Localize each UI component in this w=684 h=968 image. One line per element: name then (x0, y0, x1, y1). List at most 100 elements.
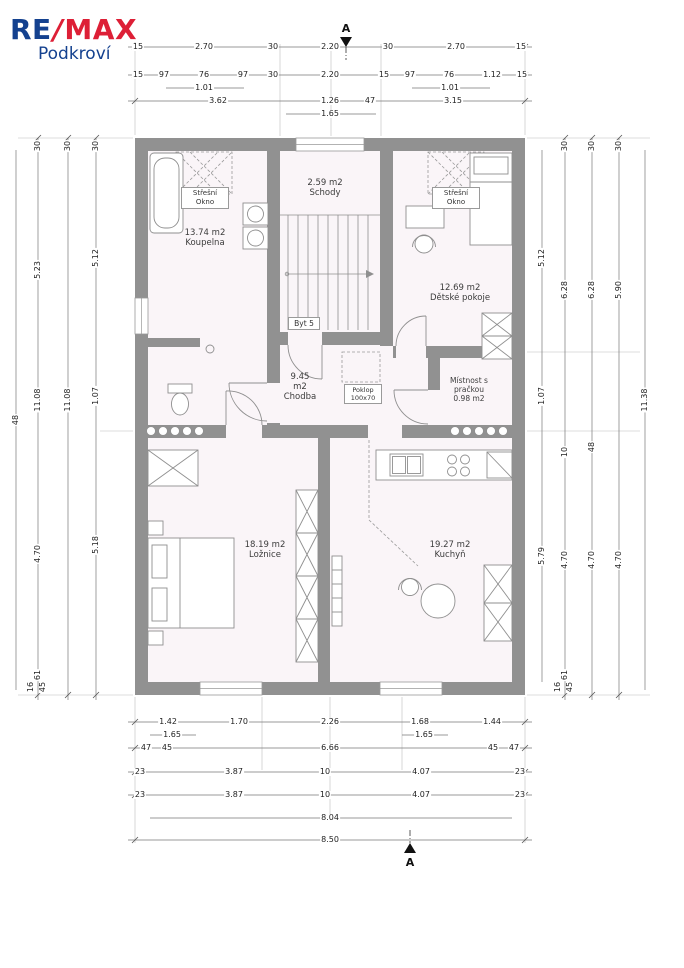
dimension-label: 3.87 (224, 767, 244, 776)
door-swings (225, 315, 429, 426)
dimension-label: 8.04 (320, 813, 340, 822)
dimension-label: 5.12 (91, 248, 100, 268)
dimension-label: 47 (363, 96, 377, 105)
kitchen-sink (389, 453, 424, 477)
dimension-label: 1.68 (410, 717, 430, 726)
window-center-lines (141, 144, 442, 689)
dimension-label: 15 (515, 70, 529, 79)
dimension-label: 3.15 (443, 96, 463, 105)
dimension-label: 30 (587, 139, 596, 153)
dimension-label: 10 (560, 445, 569, 459)
dimension-label: 2.20 (320, 70, 340, 79)
ceiling-hatch-label: Poklop 100x70 (344, 384, 382, 405)
dimension-label: 1.07 (91, 386, 100, 406)
dimension-label: 5.79 (537, 546, 546, 566)
dimension-label: 10 (318, 767, 332, 776)
dimension-label: 97 (403, 70, 417, 79)
dimension-label: 6.28 (587, 280, 596, 300)
stove-burner (447, 466, 457, 477)
logo-max: MAX (64, 13, 138, 46)
label-line: Okno (195, 197, 215, 206)
dimension-label: 30 (91, 139, 100, 153)
dimension-label: 15 (514, 42, 528, 51)
dimension-label: 30 (266, 70, 280, 79)
dimension-label: 5.18 (91, 535, 100, 555)
dimension-label: 10 (318, 790, 332, 799)
dimension-label: 61 (560, 668, 569, 682)
room-area: 19.27 m2 (429, 540, 471, 550)
label-line: Střešní (443, 189, 469, 197)
dimension-label: 5.23 (33, 260, 42, 280)
dimension-label: 16 (553, 680, 562, 694)
dimension-label: 3.87 (224, 790, 244, 799)
nightstand (147, 630, 164, 646)
dimension-label: 5.12 (537, 248, 546, 268)
dimension-label: 76 (442, 70, 456, 79)
room-name: Ložnice (249, 550, 281, 561)
dimension-label: 45 (160, 743, 174, 752)
section-arrow-top (340, 37, 352, 47)
room-name: Koupelna (185, 238, 225, 249)
nightstand (147, 520, 164, 536)
dimension-label: 76 (197, 70, 211, 79)
dimension-label: 2.70 (194, 42, 214, 51)
dimension-label: 15 (131, 42, 145, 51)
room-name: Dětské pokoje (429, 293, 491, 304)
dimension-label: 4.70 (614, 550, 623, 570)
dimension-label: 30 (560, 139, 569, 153)
room-area: 12.69 m2 (439, 283, 481, 293)
desk (405, 205, 445, 229)
dimension-label: 97 (157, 70, 171, 79)
extension-lines (18, 42, 650, 843)
pillow (151, 544, 168, 579)
dimension-label: 2.26 (320, 717, 340, 726)
dining-table (420, 583, 456, 619)
section-letter-bottom: A (406, 856, 415, 869)
dimension-label: 30 (381, 42, 395, 51)
dimension-label: 23 (513, 790, 527, 799)
room-label-pracka: Místnost s pračkou 0.98 m2 (440, 376, 498, 403)
pillow (151, 587, 168, 622)
dimension-label: 2.70 (446, 42, 466, 51)
dimension-label: 1.65 (414, 730, 434, 739)
dimension-label: 3.62 (208, 96, 228, 105)
dimension-label: 1.26 (320, 96, 340, 105)
dimension-label: 4.70 (587, 550, 596, 570)
walls (135, 138, 525, 695)
logo-re: RE (10, 13, 52, 46)
label-line: 100x70 (350, 394, 376, 403)
dimension-label: 23 (513, 767, 527, 776)
section-letter-top: A (342, 22, 351, 35)
remax-wordmark: RE/MAX (10, 16, 137, 44)
logo-slash: / (52, 13, 64, 46)
room-label-chodba: 9.45 m2 Chodba (283, 372, 317, 403)
ceiling-hatch (341, 351, 381, 383)
dimension-label: 47 (507, 743, 521, 752)
radiator (331, 555, 343, 627)
dimension-label: 6.28 (560, 280, 569, 300)
dimension-label: 1.12 (482, 70, 502, 79)
room-area: 13.74 m2 (184, 228, 226, 238)
stair-direction-arrow (366, 270, 374, 278)
fixtures-and-furniture (146, 152, 513, 663)
room-name: Místnost s pračkou (450, 376, 488, 394)
dimension-label: 23 (133, 767, 147, 776)
dimension-label: 15 (377, 70, 391, 79)
dimension-label: 1.65 (162, 730, 182, 739)
room-label-koupelna: 13.74 m2 Koupelna (165, 228, 245, 248)
dimension-label: 1.01 (440, 83, 460, 92)
dimension-label: 5.90 (614, 280, 623, 300)
dimension-label: 30 (266, 42, 280, 51)
pillow (473, 156, 509, 175)
dimension-label: 48 (587, 440, 596, 454)
headroom-line (368, 440, 419, 567)
toilet-bowl (171, 392, 189, 416)
logo-subtitle: Podkroví (38, 44, 111, 64)
dimension-label: 1.70 (229, 717, 249, 726)
staircase (280, 214, 380, 330)
room-label-detske-pokoje: 12.69 m2 Dětské pokoje (413, 283, 507, 303)
dimension-label: 6.66 (320, 743, 340, 752)
dimension-label: 30 (614, 139, 623, 153)
chair (414, 234, 434, 254)
room-label-loznice: 18.19 m2 Ložnice (225, 540, 305, 560)
